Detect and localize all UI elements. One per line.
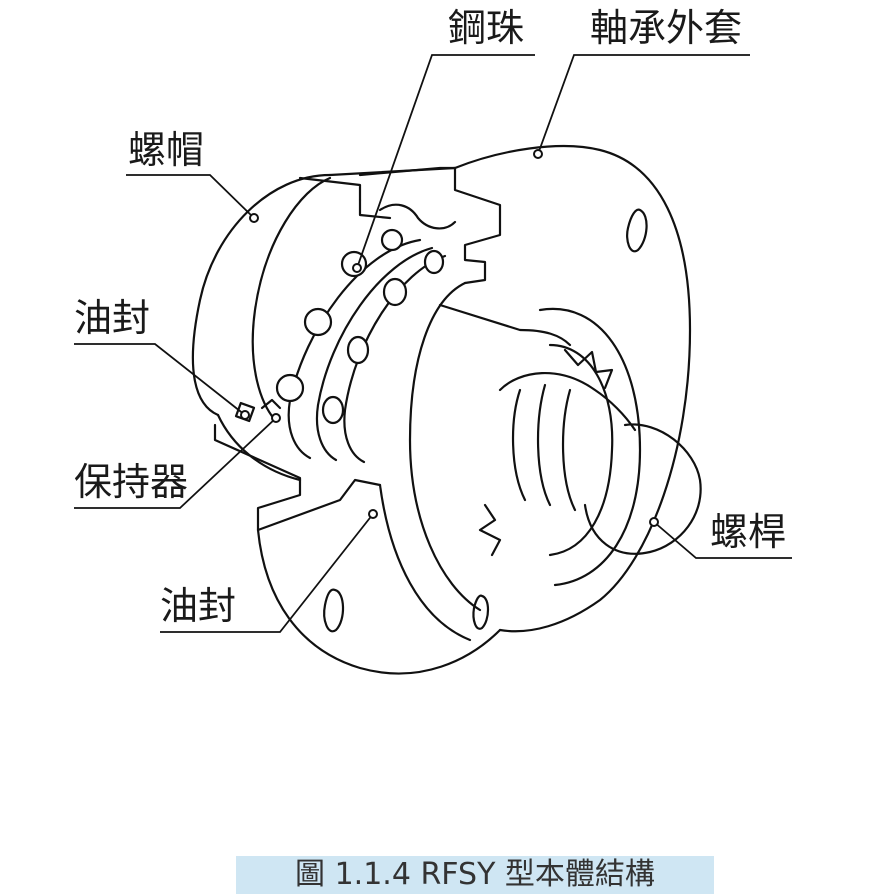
- inner-sleeve-inner: [548, 343, 614, 557]
- upper-section-block: [358, 166, 502, 285]
- lower-section-block: [213, 423, 382, 532]
- nut-body-inner: [251, 176, 332, 422]
- leader-retainer: [74, 417, 277, 509]
- dot-screw-shaft: [649, 517, 659, 527]
- dot-oil-seal-top: [240, 410, 250, 420]
- label-steel-ball: 鋼珠: [448, 6, 525, 50]
- leader-screw-shaft: [653, 521, 792, 559]
- screw-shaft-end: [583, 423, 702, 555]
- steel-ball-5: [382, 277, 408, 307]
- lower-flange-outline: [256, 528, 502, 675]
- lower-teeth: [478, 503, 502, 557]
- steel-ball-2: [380, 228, 404, 252]
- flange-hole-bottom-right: [472, 594, 490, 630]
- label-oil-seal-top: 油封: [74, 296, 151, 340]
- leader-steel-ball: [356, 54, 535, 269]
- dot-oil-seal-bottom: [368, 509, 378, 519]
- inner-teeth: [563, 348, 614, 390]
- label-nut: 螺帽: [128, 128, 205, 172]
- screw-shaft-rings: [511, 383, 577, 512]
- label-retainer: 保持器: [74, 460, 189, 504]
- ball-track-mid: [315, 246, 434, 462]
- leader-oil-seal-bottom: [160, 513, 374, 633]
- upper-section-step: [358, 198, 392, 220]
- bearing-body-rim: [438, 303, 572, 347]
- steel-ball-4: [275, 373, 305, 403]
- lower-nut-edge: [216, 413, 302, 482]
- nut-body-outline: [191, 173, 332, 417]
- upper-section-groove: [378, 203, 457, 230]
- nut-top-chamfer: [298, 176, 362, 202]
- screw-shaft-body: [498, 371, 637, 432]
- dot-nut: [249, 213, 259, 223]
- leader-bearing-outer: [537, 54, 750, 155]
- dot-retainer: [271, 413, 281, 423]
- label-bearing-outer: 軸承外套: [590, 6, 743, 50]
- steel-ball-6: [346, 335, 370, 365]
- bearing-outer-flange: [453, 145, 692, 633]
- dot-bearing-outer: [533, 149, 543, 159]
- steel-ball-3: [303, 307, 333, 337]
- leader-oil-seal-top: [74, 343, 246, 416]
- figure-caption: 圖 1.1.4 RFSY 型本體結構: [236, 856, 714, 894]
- steel-ball-7: [321, 395, 345, 425]
- inner-sleeve-outer: [538, 307, 642, 587]
- bearing-body-front: [408, 281, 482, 612]
- dot-steel-ball: [352, 263, 362, 273]
- label-oil-seal-bottom: 油封: [160, 584, 237, 628]
- label-screw-shaft: 螺桿: [710, 510, 787, 554]
- lower-flange-inner: [378, 483, 472, 642]
- flange-hole-top-right: [626, 208, 648, 253]
- steel-ball-8: [423, 249, 445, 275]
- ball-track-inner: [343, 254, 447, 464]
- leader-nut: [126, 174, 255, 219]
- flange-hole-bottom-left: [323, 588, 345, 633]
- oil-seal-lip: [260, 398, 282, 410]
- ball-track-outer: [287, 238, 422, 460]
